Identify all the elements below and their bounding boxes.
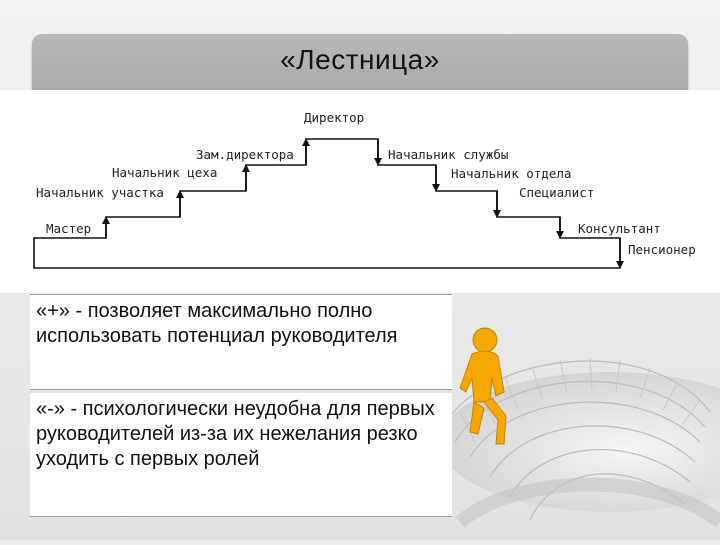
person-climbing-stairs-icon [439,327,720,528]
advantage-note: «+» - позволяет максимально полно исполь… [30,294,452,390]
disadvantage-note: «-» - психологически неудобна для первых… [30,393,452,517]
level-label-director: Директор [304,110,364,125]
slide-title: «Лестница» [280,44,440,75]
orange-figure [459,327,507,445]
level-label-department-head: Начальник отдела [451,166,571,181]
staircase-line [33,138,621,269]
level-label-section-head: Начальник участка [36,185,164,200]
advantage-text: «+» - позволяет максимально полно исполь… [36,300,398,347]
title-bar: «Лестница» [32,34,688,96]
level-label-service-head: Начальник службы [388,147,508,162]
level-label-specialist: Специалист [519,185,594,200]
level-label-master: Мастер [46,221,91,236]
level-label-consultant: Консультант [578,221,661,236]
disadvantage-text: «-» - психологически неудобна для первых… [36,398,435,470]
level-label-deputy-director: Зам.директора [196,147,294,162]
level-label-shop-head: Начальник цеха [112,165,217,180]
level-label-pensioner: Пенсионер [628,242,696,257]
ladder-svg: Мастер Начальник участка Начальник цеха … [33,110,696,269]
career-ladder-diagram: Мастер Начальник участка Начальник цеха … [0,90,720,293]
spiral-stairs-illustration [400,292,720,545]
